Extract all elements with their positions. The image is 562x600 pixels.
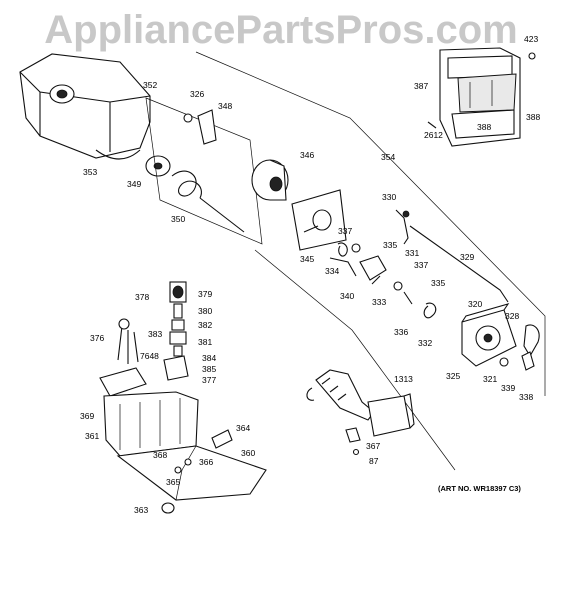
drive-motor-part xyxy=(251,159,289,201)
dispenser-door-part xyxy=(439,47,521,147)
part-label: 332 xyxy=(418,338,433,348)
part-label: 368 xyxy=(153,450,168,460)
part-label: 2612 xyxy=(424,130,443,140)
part-label: 345 xyxy=(300,254,315,264)
part-label: 350 xyxy=(171,214,186,224)
part-label: 336 xyxy=(394,327,409,337)
part-label: 376 xyxy=(90,333,105,343)
part-label: 364 xyxy=(236,423,251,433)
part-label: 329 xyxy=(460,252,475,262)
part-label: 338 xyxy=(519,392,534,402)
part-label: 325 xyxy=(446,371,461,381)
cam-bracket-part xyxy=(291,189,347,251)
part-label: 382 xyxy=(198,320,213,330)
part-label: 335 xyxy=(383,240,398,250)
water-valve-part xyxy=(163,281,189,381)
part-label: 346 xyxy=(300,150,315,160)
ice-bucket-part xyxy=(19,53,151,160)
part-label: 330 xyxy=(382,192,397,202)
part-label: 367 xyxy=(366,441,381,451)
part-label: 354 xyxy=(381,152,396,162)
part-label: 339 xyxy=(501,383,516,393)
part-label: 328 xyxy=(505,311,520,321)
part-label: 335 xyxy=(431,278,446,288)
part-label: 352 xyxy=(143,80,158,90)
control-motor-part xyxy=(461,303,517,367)
part-label: 380 xyxy=(198,306,213,316)
part-label: 381 xyxy=(198,337,213,347)
part-label: 340 xyxy=(340,291,355,301)
part-label: 326 xyxy=(190,89,205,99)
part-label: 333 xyxy=(372,297,387,307)
part-label: 384 xyxy=(202,353,217,363)
part-label: 334 xyxy=(325,266,340,276)
art-number: (ART NO. WR18397 C3) xyxy=(438,484,521,493)
part-label: 385 xyxy=(202,364,217,374)
part-label: 388 xyxy=(477,122,492,132)
watermark: AppliancePartsPros.com xyxy=(44,8,518,52)
part-label: 369 xyxy=(80,411,95,421)
part-label: 388 xyxy=(526,112,541,122)
part-label: 387 xyxy=(414,81,429,91)
part-label: 87 xyxy=(369,456,379,466)
part-label: 321 xyxy=(483,374,498,384)
part-label: 7648 xyxy=(140,351,159,361)
part-label: 383 xyxy=(148,329,163,339)
part-label: 365 xyxy=(166,477,181,487)
part-label: 361 xyxy=(85,431,100,441)
part-label: 349 xyxy=(127,179,142,189)
ice-maker-assembly-part xyxy=(306,369,415,437)
part-label: 1313 xyxy=(394,374,413,384)
ice-maker-base-part xyxy=(99,367,267,501)
part-label: 377 xyxy=(202,375,217,385)
auger-part xyxy=(145,97,263,245)
part-label: 348 xyxy=(218,101,233,111)
part-label: 378 xyxy=(135,292,150,302)
part-label: 320 xyxy=(468,299,483,309)
part-label: 423 xyxy=(524,34,539,44)
part-label: 331 xyxy=(405,248,420,258)
part-label: 379 xyxy=(198,289,213,299)
part-label: 363 xyxy=(134,505,149,515)
part-label: 366 xyxy=(199,457,214,467)
part-label: 353 xyxy=(83,167,98,177)
part-label: 360 xyxy=(241,448,256,458)
part-label: 337 xyxy=(414,260,429,270)
part-label: 337 xyxy=(338,226,353,236)
